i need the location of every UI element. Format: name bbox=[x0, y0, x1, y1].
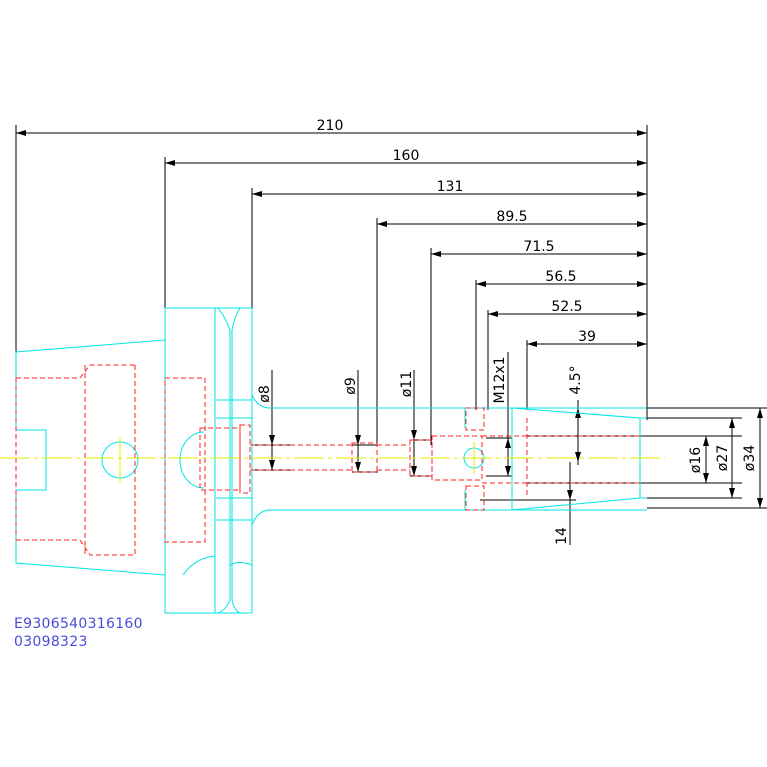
dim-diameter-27: ø27 bbox=[715, 445, 731, 471]
dim-diameter-8: ø8 bbox=[257, 385, 273, 402]
dim-length-56-5: 56.5 bbox=[545, 269, 576, 285]
dim-length-71-5: 71.5 bbox=[523, 239, 554, 255]
dim-length-39: 39 bbox=[578, 329, 596, 345]
dim-thread-m12x1: M12x1 bbox=[492, 356, 508, 403]
drawing-number: 03098323 bbox=[14, 634, 88, 650]
dim-length-160: 160 bbox=[393, 148, 420, 164]
dim-depth-14: 14 bbox=[554, 527, 570, 545]
hidden-lines bbox=[15, 364, 640, 556]
dimension-lines bbox=[15, 125, 767, 545]
dim-diameter-11: ø11 bbox=[399, 371, 415, 397]
dim-diameter-34: ø34 bbox=[742, 445, 758, 471]
dim-angle-4-5: 4.5° bbox=[568, 365, 584, 394]
dim-diameter-16: ø16 bbox=[688, 447, 704, 473]
dim-diameter-9: ø9 bbox=[343, 377, 359, 394]
part-number: E9306540316160 bbox=[14, 616, 143, 632]
dim-length-52-5: 52.5 bbox=[551, 299, 582, 315]
dim-length-131: 131 bbox=[437, 179, 464, 195]
dim-length-210: 210 bbox=[317, 118, 344, 134]
dim-length-89-5: 89.5 bbox=[496, 209, 527, 225]
centerline bbox=[0, 438, 665, 482]
part-outline bbox=[15, 307, 647, 614]
arrowheads bbox=[16, 130, 763, 508]
dimension-labels: 210 160 131 89.5 71.5 56.5 52.5 39 ø8 ø9… bbox=[257, 118, 758, 545]
